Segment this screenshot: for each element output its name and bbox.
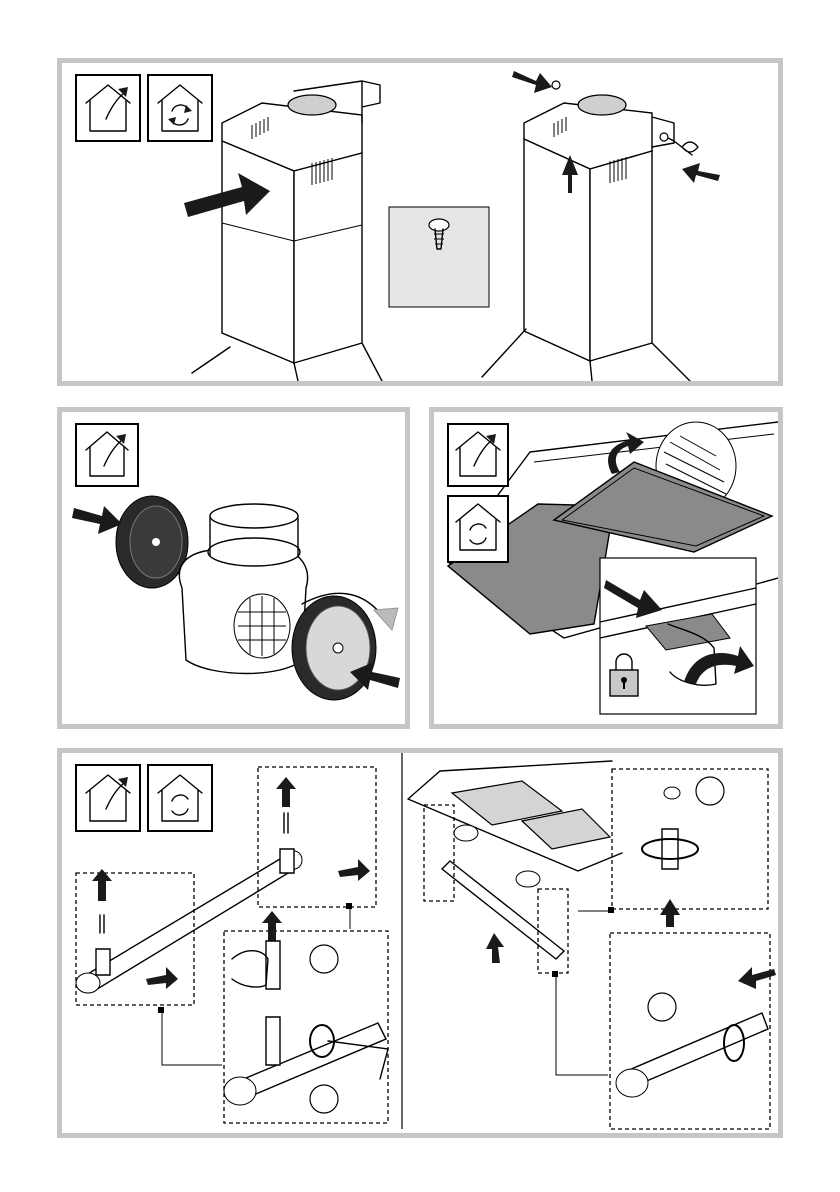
chimney-left: [192, 81, 382, 381]
recirculation-mode-icon: [448, 496, 508, 562]
ducted-mode-icon: [76, 424, 138, 486]
panel-bar-installation: [57, 748, 783, 1138]
chimney-right: [482, 95, 690, 381]
push-arrow-icon: [72, 506, 122, 534]
step-circle: [696, 777, 724, 805]
motor-housing: [179, 504, 307, 674]
detail-box-knob: [612, 769, 768, 909]
step-circle: [648, 993, 676, 1021]
step-circle: [310, 1085, 338, 1113]
ducted-mode-icon: [76, 765, 140, 831]
recirculation-mode-icon: [148, 75, 212, 141]
ducted-mode-icon: [448, 424, 508, 486]
detail-box-rail-right: [538, 889, 568, 973]
ducted-mode-icon: [76, 75, 140, 141]
screw-detail-box: [389, 207, 489, 307]
push-arrow-icon: [512, 71, 552, 93]
recirculation-mode-icon: [148, 765, 212, 831]
push-arrow-icon: [682, 163, 720, 183]
hood-underside: [408, 761, 622, 959]
carbon-filter-left: [116, 496, 188, 588]
detail-box-top: [258, 767, 376, 907]
latch-detail-box: [600, 558, 756, 714]
detail-box-rail-left: [424, 805, 454, 901]
step-circle: [310, 945, 338, 973]
panel-grease-filter-removal: [429, 407, 783, 729]
panel-chimney-installation: [57, 58, 783, 386]
panel-carbon-filter-installation: [57, 407, 410, 729]
